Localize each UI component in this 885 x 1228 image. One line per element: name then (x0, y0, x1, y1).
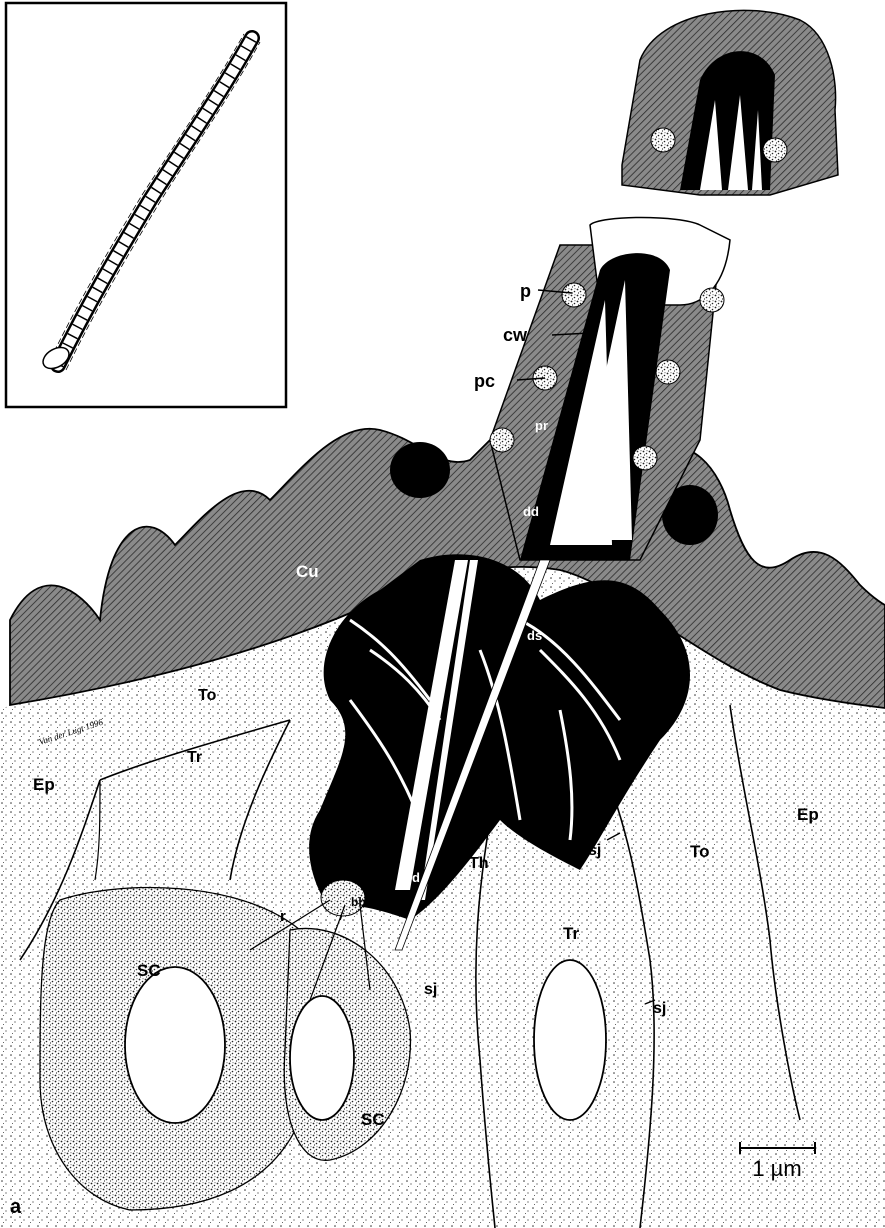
label-pr: pr (535, 418, 548, 433)
label-ds: ds (527, 628, 542, 643)
label-p: p (520, 281, 531, 301)
label-sc-upper: SC (137, 961, 161, 980)
label-ep-right: Ep (797, 805, 819, 824)
label-pc: pc (474, 371, 495, 391)
label-sc-lower: SC (361, 1110, 385, 1129)
scale-bar-label: 1 µm (752, 1156, 801, 1181)
label-sj-lower: sj (424, 981, 437, 998)
label-pd: pd (404, 870, 420, 885)
label-tr-right: Tr (563, 924, 579, 943)
label-ep-left: Ep (33, 775, 55, 794)
label-to-right: To (690, 842, 710, 861)
label-tr-left: Tr (187, 749, 202, 766)
label-sj-center: sj (588, 842, 601, 859)
label-sj-right: sj (653, 1000, 666, 1017)
label-to-left: To (198, 687, 217, 704)
detached-tip-fragment (622, 10, 838, 195)
label-dd: dd (523, 504, 539, 519)
label-bb: bb (351, 895, 366, 909)
antenna-inset (6, 3, 286, 407)
label-cu: Cu (296, 562, 319, 581)
label-th: Th (469, 855, 489, 872)
panel-letter: a (10, 1196, 22, 1218)
label-cw: cw (503, 325, 528, 345)
label-r: r (280, 908, 286, 925)
